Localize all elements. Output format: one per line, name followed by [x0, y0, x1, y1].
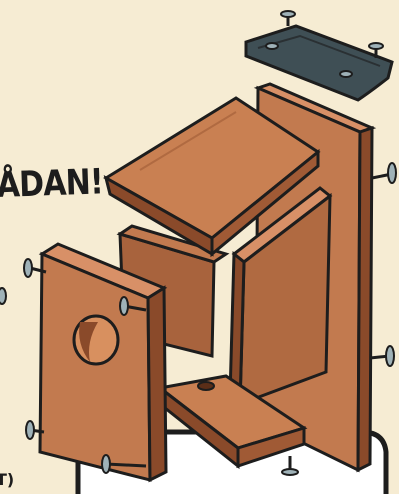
headline-text: ÅDAN!: [0, 162, 104, 206]
screw: [370, 346, 394, 366]
screw-head: [266, 43, 278, 49]
screw: [281, 11, 295, 26]
screw: [372, 163, 396, 183]
screw-head: [340, 71, 352, 77]
corner-text: T): [0, 470, 14, 489]
front-panel: [40, 244, 166, 480]
screw-head: [0, 288, 6, 304]
